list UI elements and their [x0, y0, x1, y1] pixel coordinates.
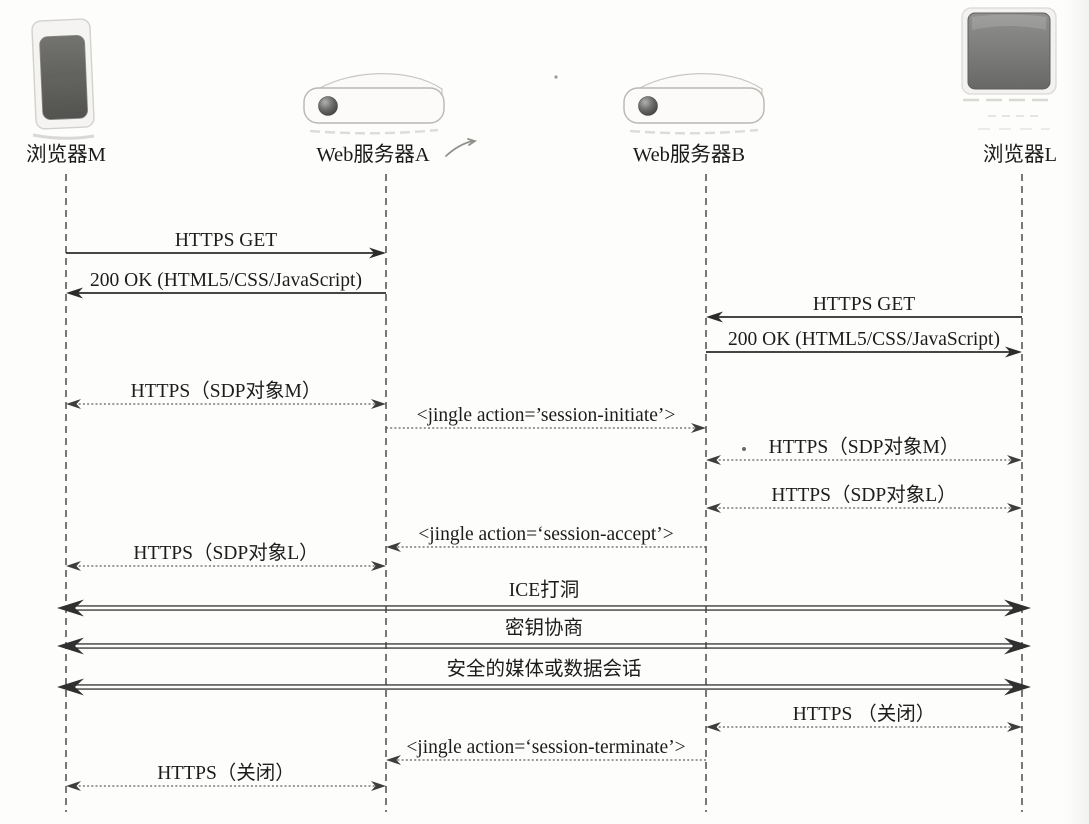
message-label: 安全的媒体或数据会话: [446, 658, 641, 680]
arrowhead-right: [1007, 455, 1022, 465]
monitor-icon: [961, 7, 1057, 95]
arrowhead-left: [57, 678, 84, 696]
message-10: HTTPS（SDP对象L）: [66, 542, 386, 571]
message-16: HTTPS（关闭）: [66, 762, 386, 791]
arrowhead-right: [1004, 678, 1031, 696]
message-14: HTTPS （关闭）: [706, 703, 1022, 732]
message-label: 密钥协商: [505, 617, 583, 639]
server-icon: [303, 73, 445, 135]
actor-server-b: Web服务器B: [623, 73, 765, 812]
server-icon: [623, 73, 765, 135]
message-2: 200 OK (HTML5/CSS/JavaScript): [66, 270, 386, 299]
message-11: ICE打洞: [57, 579, 1031, 617]
phone-shadow: [32, 133, 95, 140]
scan-artifacts: [445, 75, 746, 451]
arrowhead-left: [706, 722, 721, 732]
arrowhead-right: [371, 781, 386, 791]
server-led-sphere: [318, 96, 338, 116]
arrowhead-left: [706, 311, 723, 323]
arrowhead-right: [369, 247, 386, 259]
message-6: <jingle action=’session-initiate’>: [386, 405, 706, 433]
server-body: [623, 87, 765, 124]
arrowhead-left: [57, 599, 84, 617]
arrowhead-right: [371, 399, 386, 409]
arrowhead-left: [706, 455, 721, 465]
message-4: 200 OK (HTML5/CSS/JavaScript): [706, 329, 1022, 358]
message-label: HTTPS（SDP对象L）: [771, 484, 956, 506]
server-shadow: [629, 128, 759, 135]
message-label: HTTPS（关闭）: [157, 762, 295, 784]
arrowhead-left: [706, 503, 721, 513]
message-8: HTTPS（SDP对象L）: [706, 484, 1022, 513]
phone-icon: [31, 18, 95, 130]
actor-label-browser-m: 浏览器M: [26, 143, 106, 166]
actor-browser-m: 浏览器M: [26, 18, 106, 812]
arrowhead-right: [1004, 637, 1031, 655]
arrowhead-left: [386, 755, 401, 765]
actor-label-browser-l: 浏览器L: [983, 143, 1057, 166]
message-label: HTTPS GET: [813, 294, 915, 315]
message-label: HTTPS （关闭）: [793, 703, 935, 725]
arrowhead-left: [386, 542, 401, 552]
arrowhead-left: [66, 287, 83, 299]
message-label: HTTPS GET: [175, 230, 277, 251]
arrowhead-left: [57, 637, 84, 655]
actor-label-server-b: Web服务器B: [633, 143, 745, 166]
arrowhead-right: [371, 561, 386, 571]
message-9: <jingle action=‘session-accept’>: [386, 524, 706, 552]
arrowhead-right: [691, 423, 706, 433]
message-12: 密钥协商: [57, 617, 1031, 655]
message-7: HTTPS（SDP对象M）: [706, 436, 1022, 465]
message-label: HTTPS（SDP对象M）: [769, 436, 960, 458]
arrowhead-right: [1007, 722, 1022, 732]
message-label: <jingle action=‘session-terminate’>: [406, 737, 685, 758]
message-13: 安全的媒体或数据会话: [57, 658, 1031, 696]
server-body: [303, 87, 445, 124]
message-15: <jingle action=‘session-terminate’>: [386, 737, 706, 765]
ink-dot: [742, 447, 746, 451]
message-label: <jingle action=‘session-accept’>: [418, 524, 674, 545]
actor-label-server-a: Web服务器A: [316, 143, 430, 166]
message-label: 200 OK (HTML5/CSS/JavaScript): [728, 329, 1000, 350]
arrowhead-right: [1004, 599, 1031, 617]
message-label: HTTPS（SDP对象L）: [133, 542, 318, 564]
arrowhead-left: [66, 781, 81, 791]
server-led-sphere: [638, 96, 658, 116]
speck: [554, 75, 558, 79]
message-3: HTTPS GET: [706, 294, 1022, 323]
pencil-mark: [445, 138, 478, 157]
arrowhead-right: [1007, 503, 1022, 513]
arrowhead-left: [66, 399, 81, 409]
actor-browser-l: 浏览器L: [961, 7, 1057, 812]
actor-server-a: Web服务器A: [303, 73, 445, 812]
message-label: HTTPS（SDP对象M）: [131, 380, 322, 402]
message-5: HTTPS（SDP对象M）: [66, 380, 386, 409]
server-shadow: [309, 128, 439, 135]
message-label: <jingle action=’session-initiate’>: [417, 405, 676, 426]
arrowhead-left: [66, 561, 81, 571]
arrowhead-right: [1005, 346, 1022, 358]
message-label: 200 OK (HTML5/CSS/JavaScript): [90, 270, 362, 291]
message-1: HTTPS GET: [66, 230, 386, 259]
message-label: ICE打洞: [509, 579, 579, 601]
